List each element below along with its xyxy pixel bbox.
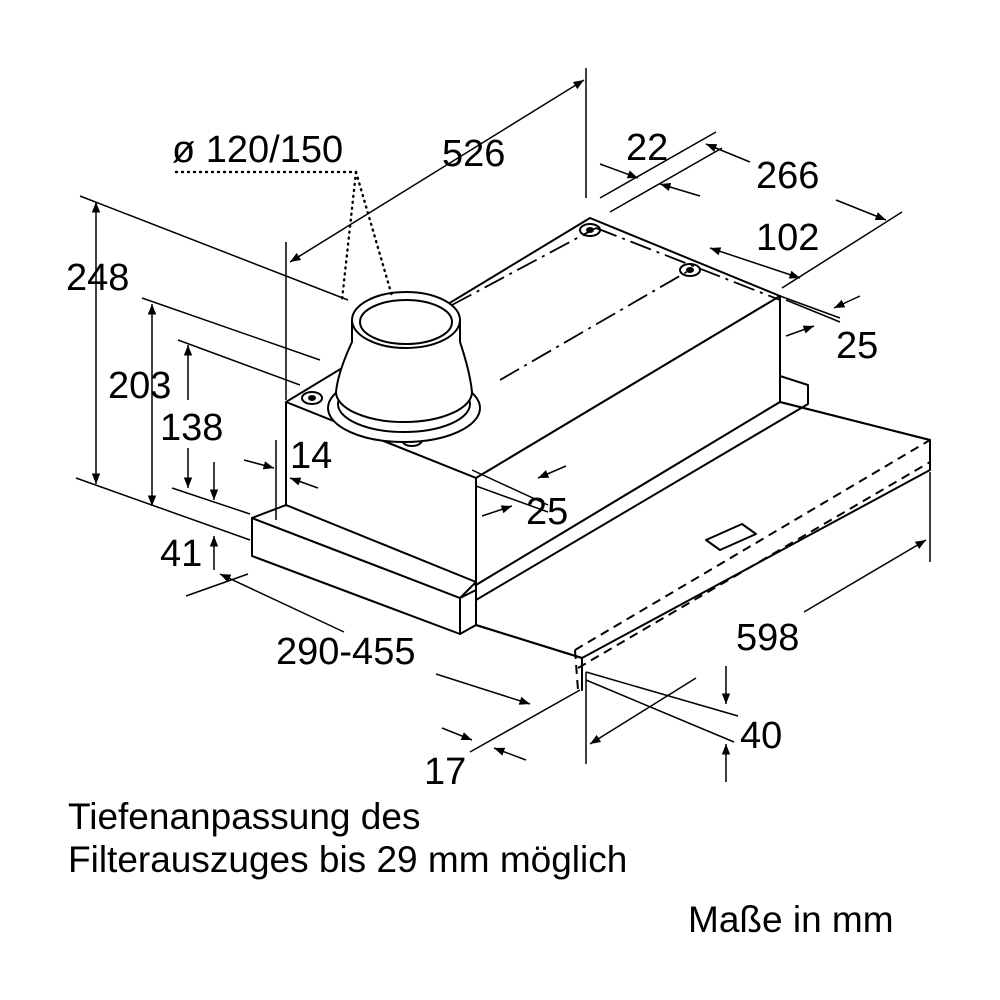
dim-line-266b — [835, 199, 887, 221]
dim-22: 22 — [626, 127, 668, 169]
dim-41: 41 — [160, 533, 202, 575]
dim-line-depth-a — [219, 573, 345, 633]
dim-line-266a — [705, 143, 751, 163]
dim-102: 102 — [756, 217, 819, 259]
dim-line-102 — [709, 247, 801, 279]
note-line-1: Tiefenanpassung des — [68, 796, 421, 837]
dim-25-front: 25 — [526, 491, 568, 533]
dim-14: 14 — [290, 435, 332, 477]
mounting-hole — [679, 263, 701, 277]
dim-17: 17 — [424, 751, 466, 793]
dim-line-598b — [589, 677, 697, 745]
dimension-arrows — [91, 79, 927, 782]
mounting-hole — [301, 391, 323, 405]
dim-line-14b — [289, 477, 319, 489]
extension-lines — [75, 68, 931, 764]
dim-290-455: 290-455 — [276, 631, 415, 673]
dim-25-right: 25 — [836, 325, 878, 367]
duct-leader — [174, 170, 394, 298]
units-note: Maße in mm — [688, 899, 894, 940]
dim-line-14a — [243, 459, 275, 470]
dim-line-17b — [493, 747, 527, 761]
dim-40: 40 — [740, 715, 782, 757]
dim-526: 526 — [442, 133, 505, 175]
dim-line-22b — [659, 182, 701, 197]
dim-line-25f-a — [537, 465, 567, 479]
dim-line-25f-b — [481, 505, 513, 517]
dimension-labels: ø 120/150 526 22 266 102 25 248 203 138 … — [66, 127, 878, 793]
dim-line-22a — [599, 163, 639, 179]
dim-line-25r-a — [833, 295, 861, 309]
duct-leader — [340, 170, 358, 302]
dim-203: 203 — [108, 365, 171, 407]
filter-tray — [475, 375, 931, 691]
dim-duct-diameter: ø 120/150 — [172, 129, 343, 171]
dim-line-526 — [289, 79, 585, 263]
duct-collar — [327, 291, 481, 443]
front-strip — [251, 504, 477, 635]
dim-line-17a — [441, 727, 473, 741]
dim-line-25r-b — [785, 325, 815, 337]
dim-598: 598 — [736, 617, 799, 659]
note-line-2: Filterauszuges bis 29 mm möglich — [68, 839, 628, 880]
dim-line-598a — [803, 539, 927, 613]
dim-248: 248 — [66, 257, 129, 299]
dim-138: 138 — [160, 407, 223, 449]
dim-266: 266 — [756, 155, 819, 197]
dim-line-depth-b — [435, 673, 531, 705]
